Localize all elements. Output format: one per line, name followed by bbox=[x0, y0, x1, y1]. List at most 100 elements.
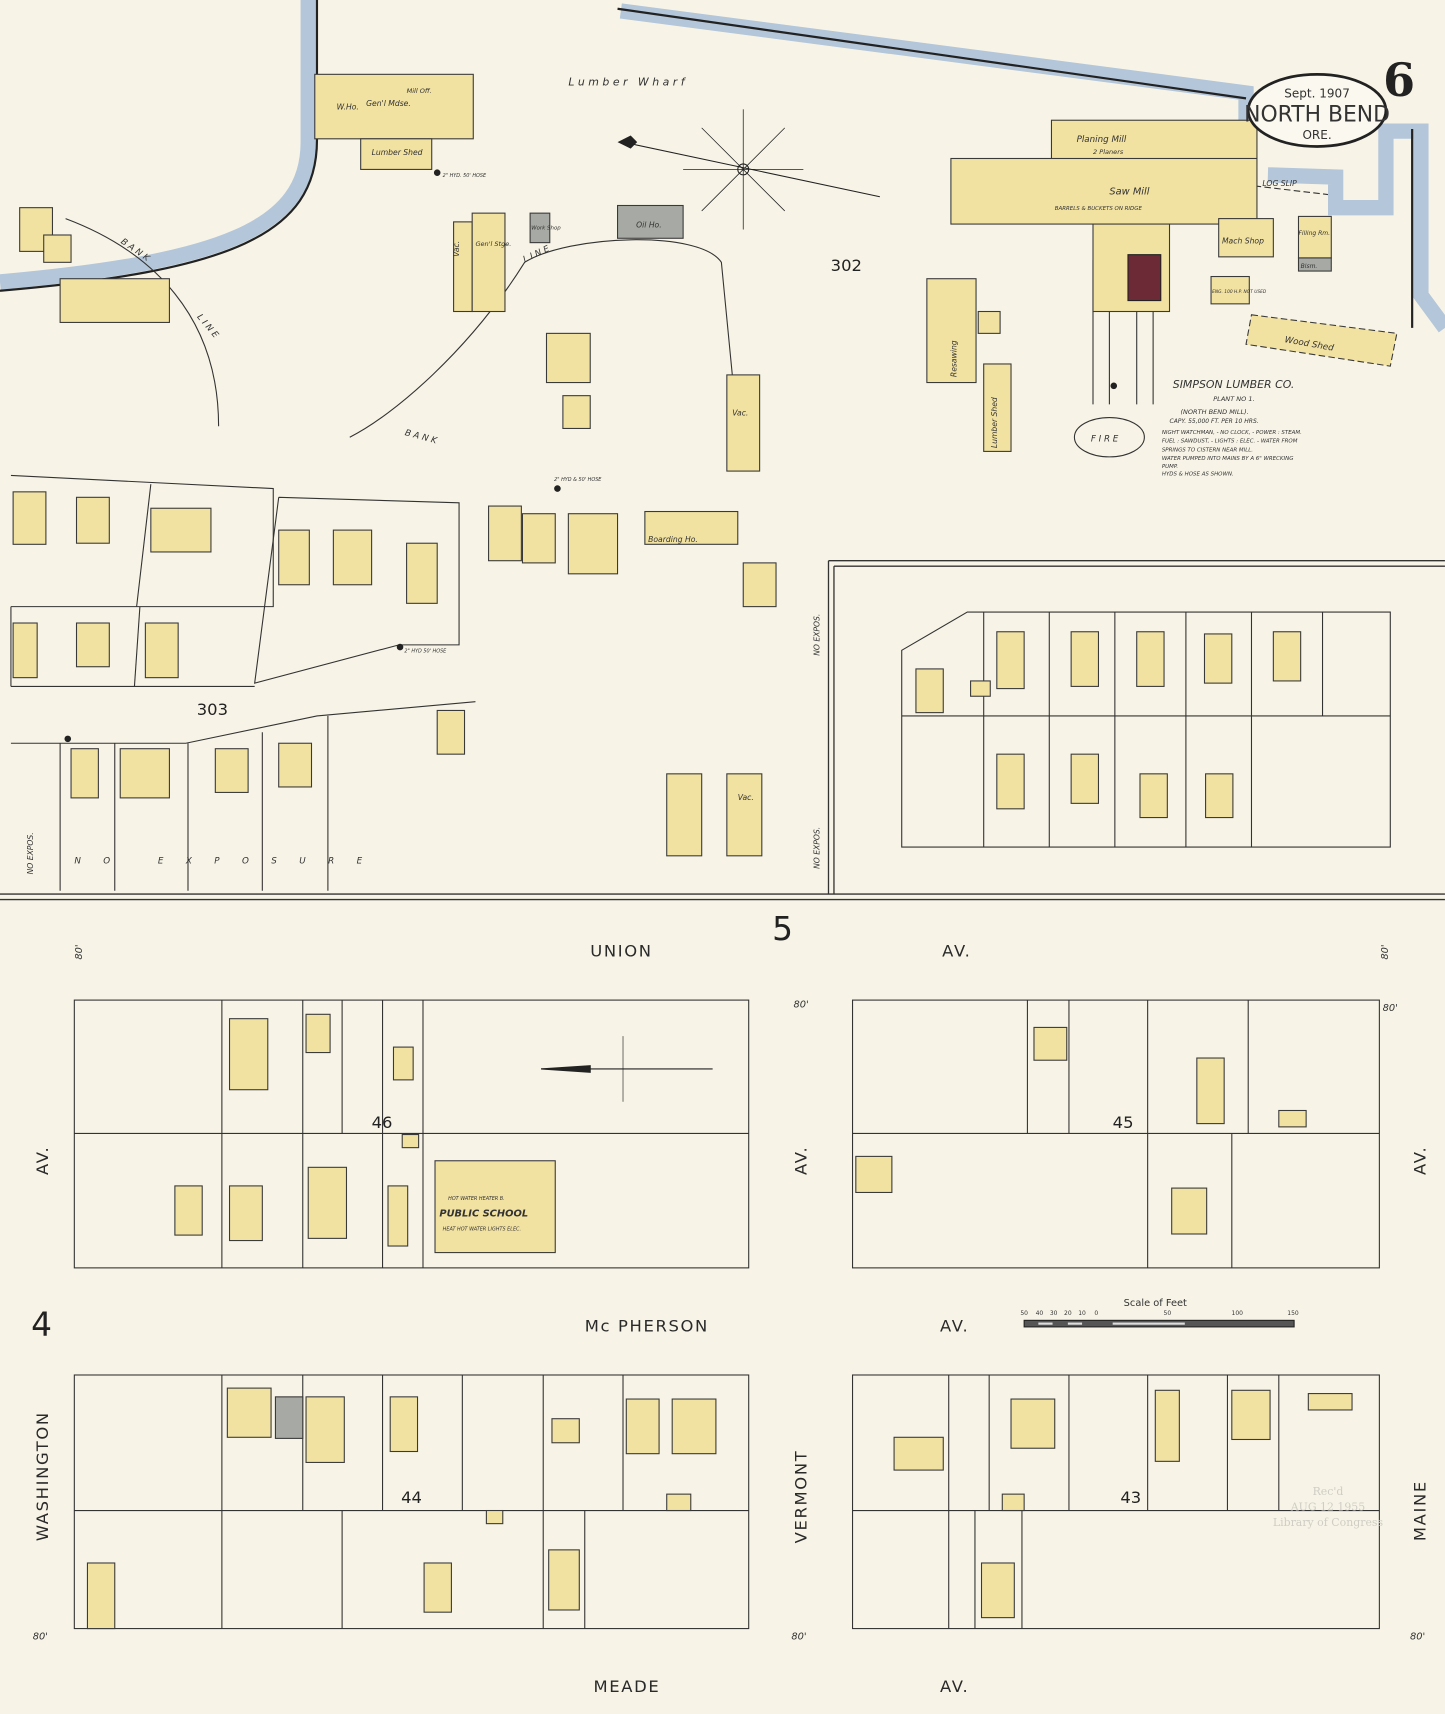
building-footprint bbox=[726, 374, 761, 472]
label-planers: 2 Planers bbox=[1093, 148, 1124, 156]
note-line: SPRINGS TO CISTERN NEAR MILL. bbox=[1162, 447, 1253, 453]
scale-tick: 10 bbox=[1078, 1310, 1086, 1317]
building-footprint bbox=[226, 1387, 272, 1438]
scale-tick: 150 bbox=[1287, 1310, 1299, 1317]
company-name: SIMPSON LUMBER CO. bbox=[1173, 378, 1295, 391]
building-footprint bbox=[1307, 1393, 1353, 1411]
label-lumber-shed: Lumber Shed bbox=[372, 148, 423, 157]
scale-tick: 30 bbox=[1050, 1310, 1058, 1317]
label-hydrant-2: 2" HYD & 50' HOSE bbox=[554, 477, 602, 483]
building-footprint bbox=[12, 491, 47, 545]
building-footprint bbox=[983, 363, 1012, 452]
building-footprint bbox=[392, 1046, 414, 1081]
building-footprint bbox=[174, 1185, 203, 1236]
building-footprint bbox=[671, 1398, 717, 1455]
building-footprint bbox=[305, 1396, 345, 1463]
building-footprint bbox=[1010, 1398, 1056, 1449]
label-lumber-shed-2: Lumber Shed bbox=[990, 397, 999, 448]
building-footprint bbox=[1278, 1109, 1307, 1128]
building-footprint bbox=[977, 310, 1001, 334]
block-46: 46 bbox=[372, 1113, 393, 1132]
building-footprint bbox=[1205, 773, 1234, 819]
building-footprint bbox=[274, 1396, 304, 1439]
label-resawing: Resawing bbox=[949, 340, 958, 377]
building-footprint bbox=[529, 212, 551, 244]
building-footprint bbox=[1297, 257, 1332, 272]
building-footprint bbox=[855, 1155, 893, 1194]
building-footprint bbox=[119, 748, 170, 799]
scale-tick: 50 bbox=[1020, 1310, 1028, 1317]
lumber-wharf-label: L u m b e r W h a r f bbox=[568, 75, 686, 88]
scale-tick: 40 bbox=[1036, 1310, 1044, 1317]
stamp-line: AUG 12 1955 bbox=[1290, 1501, 1366, 1514]
label-blsm: Blsm. bbox=[1301, 263, 1318, 270]
building-footprint bbox=[314, 73, 474, 140]
building-footprint bbox=[567, 513, 619, 575]
building-footprint bbox=[401, 1133, 420, 1149]
log-slip-label: LOG SLIP bbox=[1262, 179, 1297, 188]
label-school-notes: HEAT HOT WATER LIGHTS ELEC. bbox=[443, 1227, 521, 1233]
scale-tick: 50 bbox=[1164, 1310, 1172, 1317]
note-line: NIGHT WATCHMAN, - NO CLOCK, - POWER : ST… bbox=[1162, 430, 1302, 436]
building-footprint bbox=[970, 680, 991, 697]
label-boarding-ho: Boarding Ho. bbox=[648, 535, 698, 544]
label-vac-2: Vac. bbox=[732, 408, 748, 417]
building-footprint bbox=[228, 1185, 263, 1242]
block-44: 44 bbox=[401, 1488, 422, 1507]
building-footprint bbox=[726, 773, 763, 857]
map-date: Sept. 1907 bbox=[1284, 86, 1350, 100]
street-width: 80' bbox=[1383, 1003, 1398, 1014]
no-exposure-label: N O E X P O S U R E bbox=[74, 856, 372, 866]
label-hydrant-1: 2" HYD. 50' HOSE bbox=[443, 173, 487, 179]
note-line: PUMP. bbox=[1162, 464, 1179, 470]
label-work-shop: Work Shop bbox=[531, 226, 561, 232]
building-footprint bbox=[1050, 119, 1258, 165]
street-width: 80' bbox=[74, 944, 85, 959]
label-w-ho: W.Ho. bbox=[337, 102, 359, 111]
no-expos-label: NO EXPOS. bbox=[813, 614, 822, 656]
building-footprint bbox=[434, 1160, 556, 1254]
building-footprint bbox=[485, 1509, 504, 1525]
title-cartouche: Sept. 1907 North Bend Ore. bbox=[1244, 72, 1390, 148]
block-43: 43 bbox=[1120, 1488, 1141, 1507]
stamp-line: Library of Congress bbox=[1273, 1516, 1384, 1529]
north-arrow-small bbox=[540, 1036, 713, 1102]
building-footprint bbox=[551, 1418, 580, 1444]
stamp-line: Rec'd bbox=[1313, 1485, 1344, 1498]
building-footprint bbox=[75, 622, 110, 668]
street-mcpherson: Mc PHERSON bbox=[585, 1316, 709, 1335]
fire-label: F I R E bbox=[1091, 435, 1119, 445]
building-footprint bbox=[548, 1549, 580, 1611]
building-footprint bbox=[1154, 1389, 1180, 1462]
building-footprint bbox=[1297, 215, 1332, 259]
sheet-number: 6 bbox=[1383, 53, 1415, 107]
label-vac-3: Vac. bbox=[738, 793, 754, 802]
label-hydrant-3: 2" HYD 50' HOSE bbox=[404, 649, 447, 655]
company-plant: PLANT NO 1. bbox=[1213, 395, 1254, 403]
scale-title: Scale of Feet bbox=[1124, 1298, 1187, 1309]
scale-tick: 0 bbox=[1094, 1310, 1098, 1317]
building-footprint bbox=[996, 631, 1025, 690]
building-footprint bbox=[12, 622, 38, 679]
building-footprint bbox=[1139, 773, 1168, 819]
block-302: 302 bbox=[831, 256, 862, 275]
street-maine-av: AV. bbox=[1410, 1146, 1429, 1175]
label-mach-shop: Mach Shop bbox=[1222, 237, 1264, 246]
street-meade-av: AV. bbox=[940, 1677, 969, 1696]
wood-shed-footprint bbox=[1245, 314, 1398, 367]
building-footprint bbox=[950, 157, 1258, 225]
building-footprint bbox=[360, 138, 433, 170]
building-footprint bbox=[980, 1562, 1015, 1619]
street-width: 80' bbox=[794, 1000, 809, 1011]
street-width: 80' bbox=[1410, 1632, 1425, 1643]
property-lines bbox=[10, 183, 1391, 891]
label-genl-mdse: Gen'l Mdse. bbox=[366, 99, 411, 108]
city-blocks bbox=[73, 999, 1380, 1630]
building-footprint bbox=[488, 505, 522, 562]
building-footprint bbox=[644, 510, 739, 545]
building-footprint bbox=[305, 1013, 331, 1054]
label-eng-not-used: ENG. 100 H.P. NOT USED bbox=[1212, 289, 1267, 295]
street-washington-av: AV. bbox=[33, 1146, 52, 1175]
street-labels: UNION AV. Mc PHERSON AV. MEADE AV. WASHI… bbox=[33, 941, 1429, 1696]
label-barrels: BARRELS & BUCKETS ON RIDGE bbox=[1055, 206, 1143, 212]
